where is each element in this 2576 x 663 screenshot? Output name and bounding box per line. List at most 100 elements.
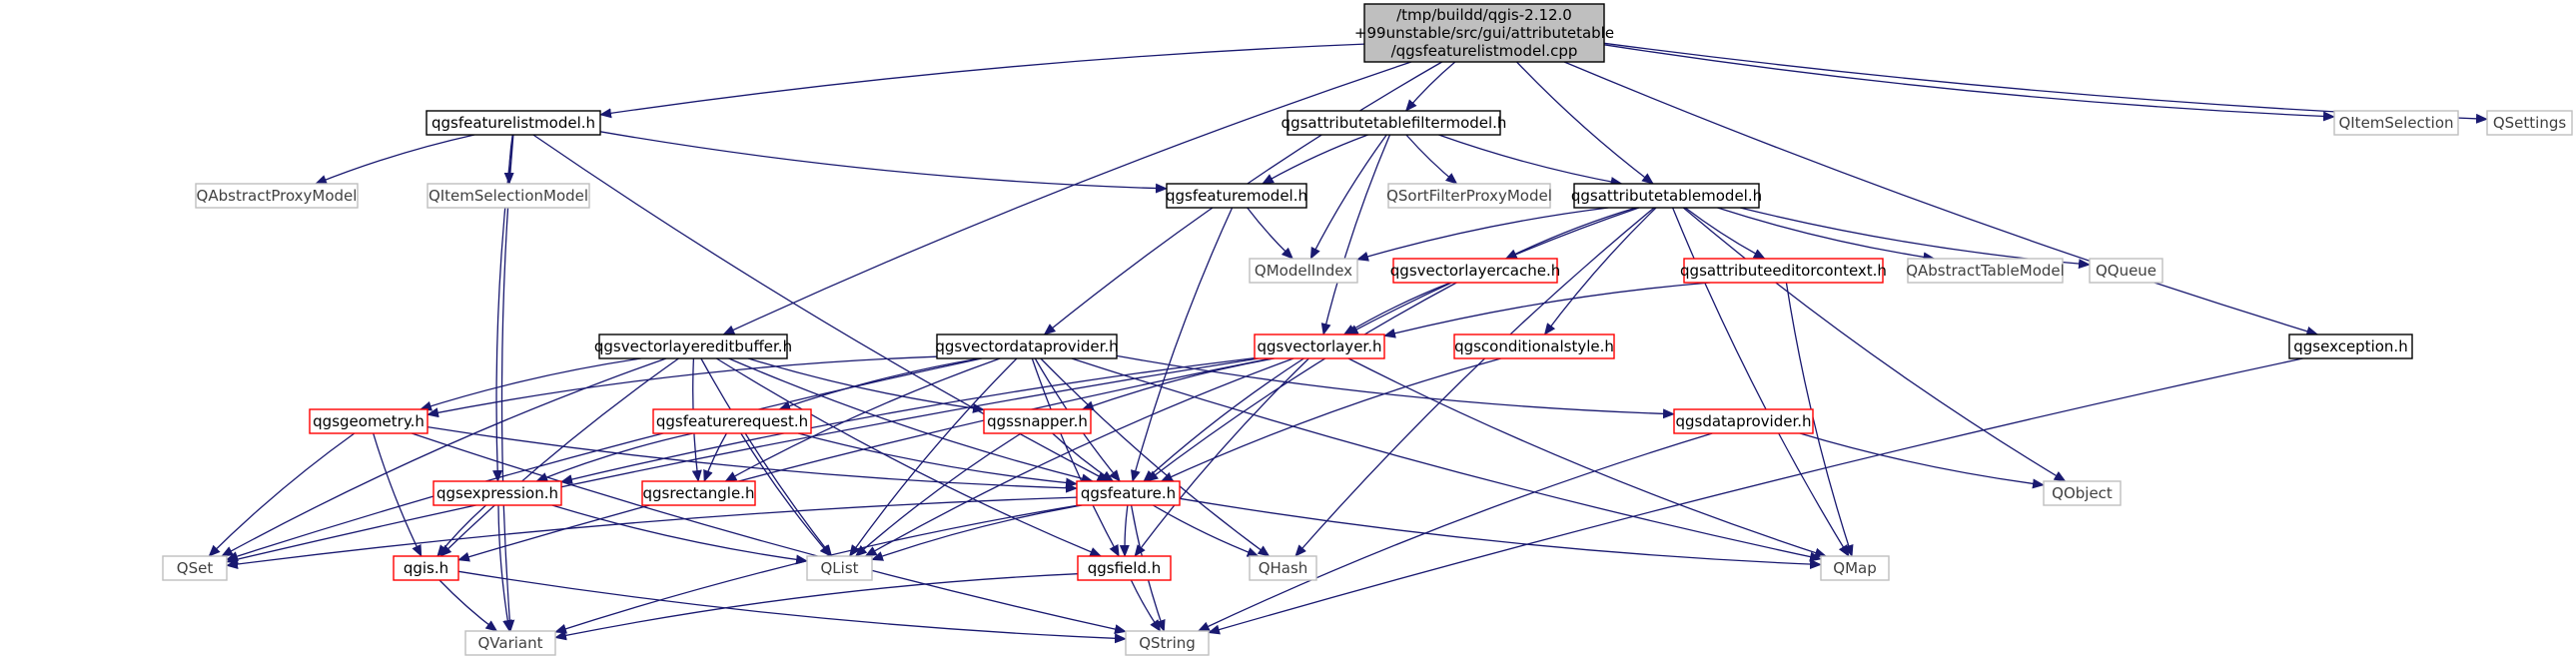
node-feature[interactable]: qgsfeature.h [1076,480,1181,506]
edge-attributetablemodel-to-attributeeditorcontext [1684,207,1766,260]
node-box-attributetablefiltermodel [1287,110,1501,136]
edge-vectorlayereditbuffer-to-qset [221,357,667,557]
node-box-vectordataprovider [936,333,1118,359]
node-label-featurelistmodel: qgsfeaturelistmodel.h [431,114,595,132]
edge-featurerequest-to-expression [535,432,693,482]
node-box-qabstracttablemodel [1907,258,2064,284]
node-featurerequest[interactable]: qgsfeaturerequest.h [652,408,812,434]
node-label-qvariant: QVariant [477,634,542,652]
node-label-root: +99unstable/src/gui/attributetable [1354,24,1614,42]
node-attributetablefiltermodel[interactable]: qgsattributetablefiltermodel.h [1282,110,1507,136]
node-root[interactable]: /tmp/buildd/qgis-2.12.0+99unstable/src/g… [1354,3,1614,63]
edge-feature-to-field [1119,504,1130,557]
node-box-expression [432,480,562,506]
node-label-featurerequest: qgsfeaturerequest.h [656,412,808,430]
edge-attributetablemodel-to-qmap [1671,207,1850,557]
edge-featurerequest-to-rectangle [703,432,727,482]
node-qitemselection: QItemSelection [2333,110,2459,136]
node-featuremodel[interactable]: qgsfeaturemodel.h [1166,183,1307,209]
edge-featurerequest-to-feature [797,432,1078,488]
node-box-qlist [806,555,873,581]
node-box-qvariant [464,630,556,656]
edge-root-to-attributetablefiltermodel [1404,61,1456,112]
edge-geometry-to-qstring [411,432,1127,635]
edge-attributetablemodel-to-qabstracttablemodel [1717,207,1936,263]
edge-expression-to-qvariant [497,504,513,632]
edge-attributetablefiltermodel-to-attributetablemodel [1438,134,1623,187]
node-label-attributeeditorcontext: qgsattributeeditorcontext.h [1680,262,1887,280]
edge-vectorlayer-to-qlist [864,357,1294,557]
edge-attributetablemodel-to-qmodelindex [1356,207,1609,262]
node-label-snapper: qgssnapper.h [987,412,1088,430]
edge-root-to-qsettings [1603,42,2488,124]
node-qset: QSet [162,555,228,581]
node-expression[interactable]: qgsexpression.h [432,480,562,506]
node-label-attributetablefiltermodel: qgsattributetablefiltermodel.h [1282,114,1507,132]
node-box-featurerequest [652,408,812,434]
node-label-vectordataprovider: qgsvectordataprovider.h [935,337,1118,355]
node-box-attributeeditorcontext [1683,258,1884,284]
node-qsortfilterproxymodel: QSortFilterProxyModel [1386,183,1552,209]
node-box-qitemselectionmodel [427,183,590,209]
edge-vectorlayer-to-expression [560,356,1256,484]
node-conditionalstyle[interactable]: qgsconditionalstyle.h [1453,333,1615,359]
edge-root-to-qitemselection [1603,44,2335,122]
node-label-vectorlayer: qgsvectorlayer.h [1258,337,1382,355]
node-attributetablemodel[interactable]: qgsattributetablemodel.h [1571,183,1762,209]
node-box-featuremodel [1166,183,1307,209]
edge-featurelistmodel-to-qvariant [500,134,515,632]
edge-root-to-exception [1563,61,2319,336]
edge-field-to-qvariant [554,573,1079,641]
node-label-root: /qgsfeaturelistmodel.cpp [1391,42,1578,60]
node-vectordataprovider[interactable]: qgsvectordataprovider.h [935,333,1119,359]
node-label-root: /tmp/buildd/qgis-2.12.0 [1396,6,1572,24]
edge-featurelistmodel-to-expression [492,134,514,482]
node-qhash: QHash [1249,555,1317,581]
node-exception[interactable]: qgsexception.h [2288,333,2413,359]
node-label-vectorlayercache: qgsvectorlayercache.h [1390,262,1560,280]
node-box-qitemselection [2333,110,2459,136]
node-label-featuremodel: qgsfeaturemodel.h [1166,187,1307,205]
node-rectangle[interactable]: qgsrectangle.h [641,480,756,506]
node-label-qmodelindex: QModelIndex [1255,262,1352,280]
node-box-root [1363,3,1605,63]
node-label-qhash: QHash [1259,559,1308,577]
edge-featuremodel-to-feature [1131,207,1234,482]
node-vectorlayer[interactable]: qgsvectorlayer.h [1254,333,1385,359]
node-dataprovider[interactable]: qgsdataprovider.h [1673,408,1814,434]
edge-vectordataprovider-to-qmap [1071,357,1822,562]
edge-vectordataprovider-to-qset [226,357,983,561]
node-snapper[interactable]: qgssnapper.h [983,408,1092,434]
edge-field-to-qstring [1130,579,1162,632]
node-label-qsortfilterproxymodel: QSortFilterProxyModel [1386,187,1552,205]
node-qgis[interactable]: qgis.h [393,555,459,581]
edge-featuremodel-to-qmodelindex [1247,207,1294,260]
node-vectorlayercache[interactable]: qgsvectorlayercache.h [1390,258,1560,284]
node-vectorlayereditbuffer[interactable]: qgsvectorlayereditbuffer.h [594,333,792,359]
node-attributeeditorcontext[interactable]: qgsattributeeditorcontext.h [1680,258,1887,284]
node-qabstractproxymodel: QAbstractProxyModel [195,183,359,209]
node-label-qmap: QMap [1833,559,1876,577]
edge-feature-to-qmap [1179,497,1822,570]
node-field[interactable]: qgsfield.h [1077,555,1172,581]
node-box-vectorlayer [1254,333,1385,359]
node-qstring: QString [1125,630,1210,656]
node-box-qobject [2043,480,2122,506]
node-featurelistmodel[interactable]: qgsfeaturelistmodel.h [426,110,601,136]
edge-geometry-to-qset [208,432,356,557]
node-box-qqueue [2089,258,2163,284]
edge-vectorlayer-to-feature [1143,357,1304,482]
node-label-qstring: QString [1139,634,1196,652]
node-box-qmap [1820,555,1890,581]
node-label-expression: qgsexpression.h [436,484,558,502]
edge-exception-to-qstring [1208,357,2303,635]
node-qmodelindex: QModelIndex [1249,258,1358,284]
node-box-geometry [309,408,429,434]
node-label-qsettings: QSettings [2493,114,2567,132]
node-geometry[interactable]: qgsgeometry.h [309,408,429,434]
edge-featurelistmodel-to-featuremodel [599,131,1168,194]
node-label-field: qgsfield.h [1088,559,1162,577]
edge-attributeeditorcontext-to-qmap [1785,282,1854,557]
node-box-qsettings [2486,110,2573,136]
node-qqueue: QQueue [2089,258,2163,284]
